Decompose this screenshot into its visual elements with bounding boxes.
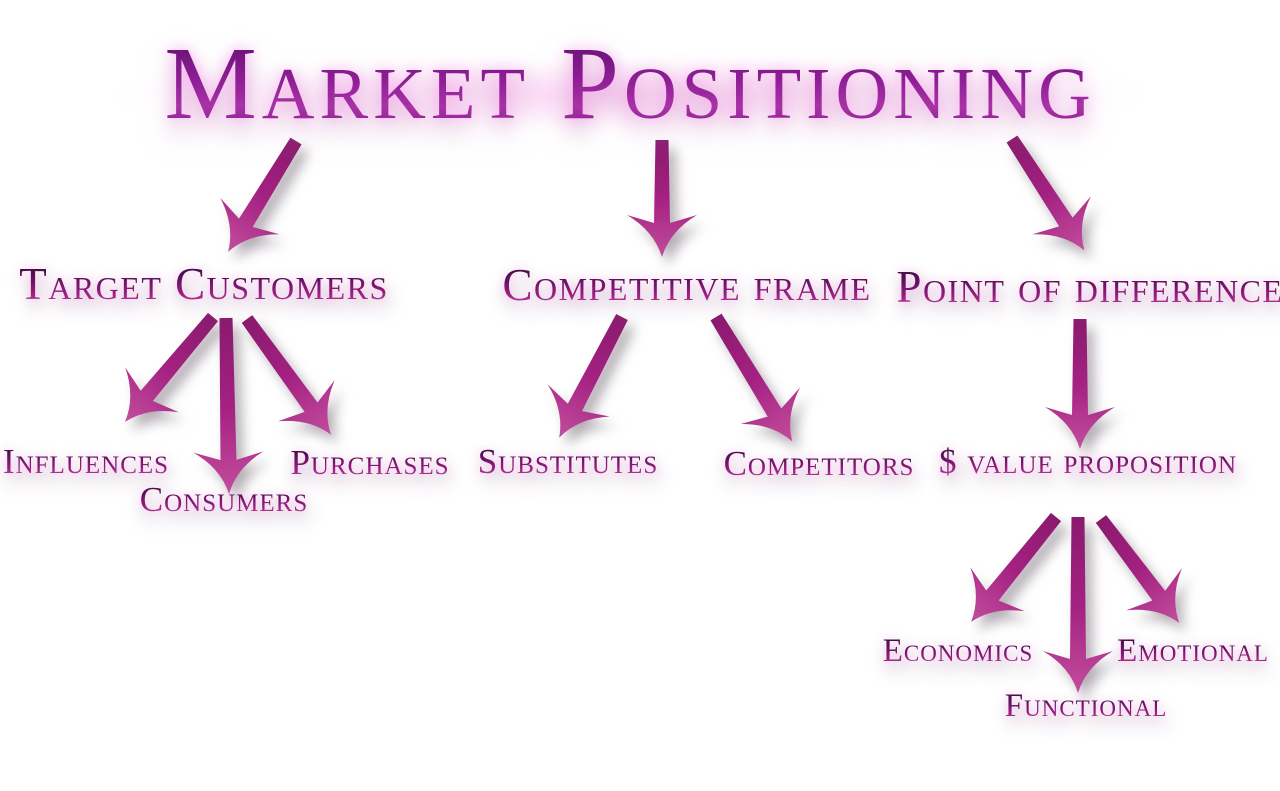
arrow-shape	[241, 315, 335, 435]
diagram-title: Market Positioning	[164, 26, 1096, 141]
arrow-target-customers-to-influences	[124, 312, 255, 454]
node-emotional: Emotional	[1117, 633, 1269, 669]
arrow-point-of-difference-to-value-proposition	[1038, 319, 1122, 449]
arrow-shape	[627, 140, 697, 257]
arrow-market-positioning-to-target-customers	[220, 137, 338, 271]
arrow-shape	[710, 313, 801, 442]
arrow-shape	[124, 312, 218, 422]
arrow-shape	[1006, 135, 1091, 251]
arrow-shape	[970, 512, 1062, 622]
arrow-market-positioning-to-point-of-difference	[970, 135, 1091, 272]
node-purchases: Purchases	[290, 443, 450, 482]
node-target-customers: Target Customers	[19, 259, 389, 309]
node-value-proposition: $ value proposition	[938, 442, 1238, 481]
arrow-value-proposition-to-emotional	[1059, 515, 1182, 649]
arrow-competitive-frame-to-substitutes	[547, 313, 664, 453]
arrow-value-proposition-to-economics	[970, 512, 1098, 652]
node-substitutes: Substitutes	[477, 442, 659, 481]
arrow-market-positioning-to-competitive-frame	[620, 140, 704, 257]
arrow-target-customers-to-purchases	[205, 315, 335, 462]
arrow-shape	[220, 137, 302, 252]
arrow-value-proposition-to-functional	[1036, 517, 1120, 693]
node-economics: Economics	[882, 633, 1034, 669]
node-influences: Influences	[2, 442, 170, 481]
node-consumers: Consumers	[139, 480, 309, 519]
node-competitive-frame: Competitive frame	[502, 260, 872, 310]
node-competitors: Competitors	[723, 444, 915, 483]
arrow-shape	[193, 317, 264, 494]
node-functional: Functional	[1004, 688, 1168, 724]
node-point-of-difference: Point of difference	[896, 265, 1280, 310]
arrow-shape	[547, 313, 628, 438]
arrow-target-customers-to-consumers	[184, 317, 268, 494]
arrow-shape	[1043, 517, 1113, 693]
arrow-shape	[1045, 319, 1115, 449]
arrow-competitive-frame-to-competitors	[674, 313, 801, 463]
arrow-shape	[1095, 515, 1182, 623]
